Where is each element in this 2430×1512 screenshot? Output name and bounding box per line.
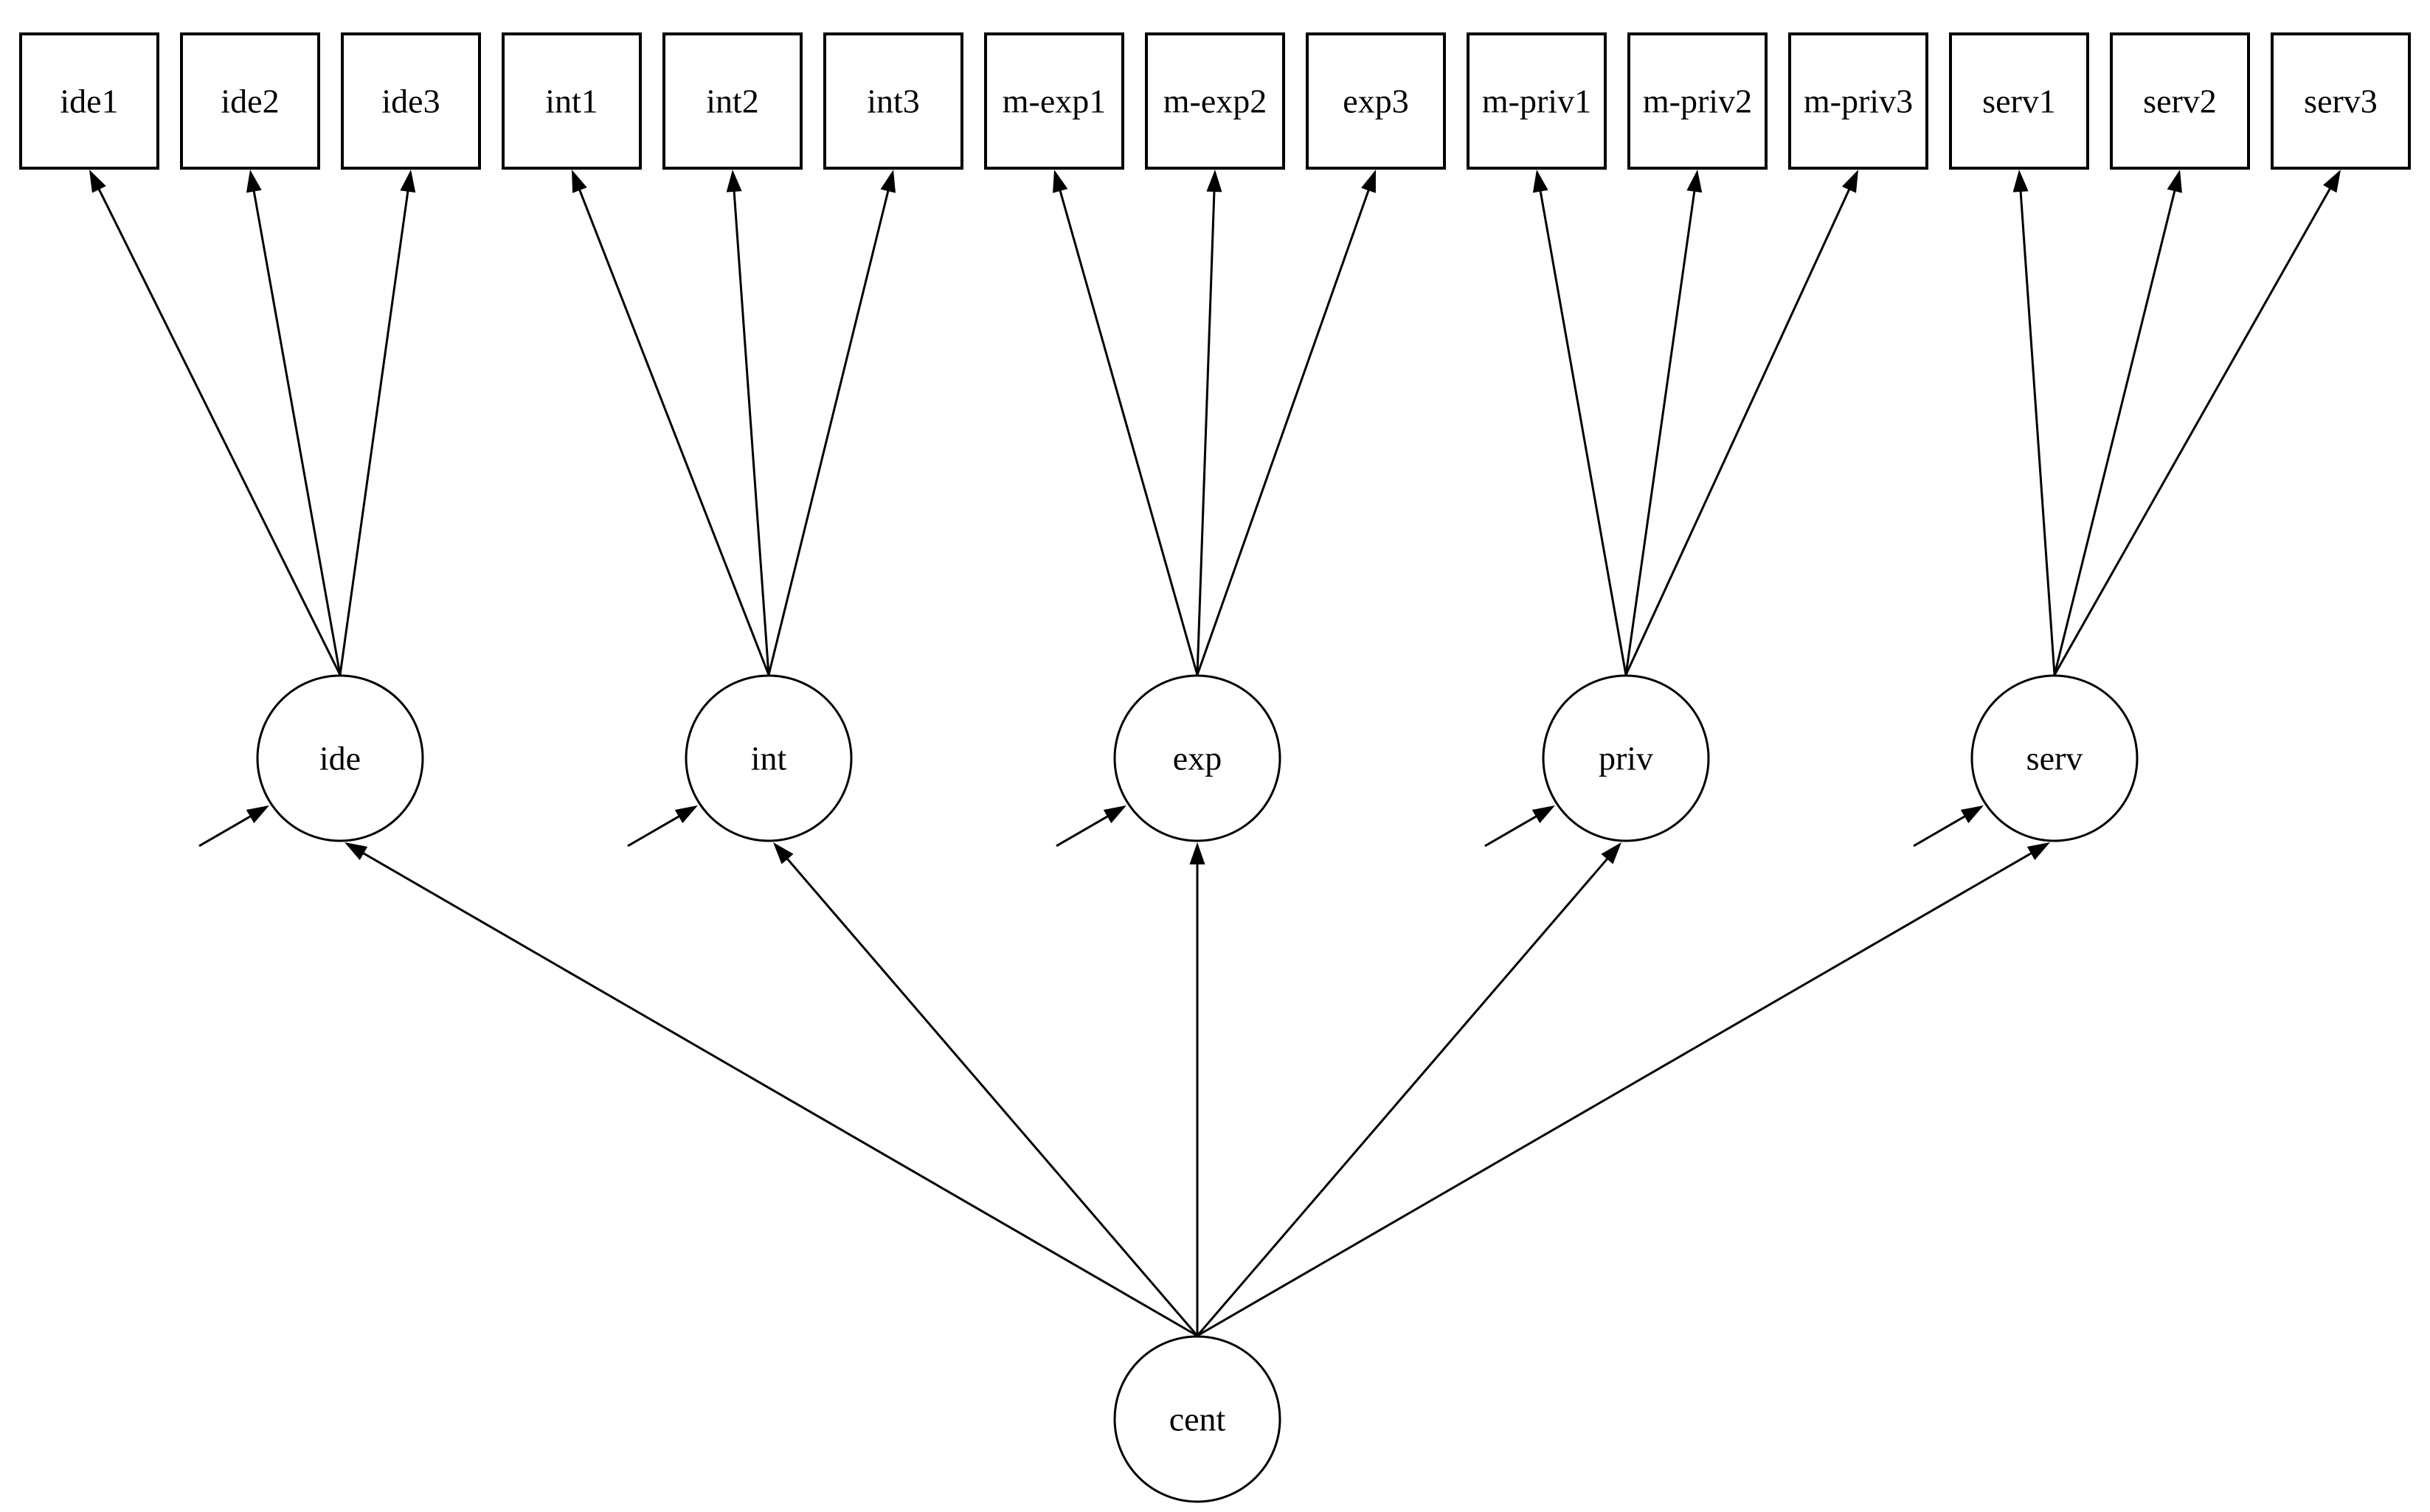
latent-circle-exp: exp — [1113, 674, 1281, 842]
indicator-label-serv2: serv2 — [2143, 83, 2217, 120]
arrowhead-icon — [880, 170, 896, 193]
arrowhead-icon — [1532, 170, 1548, 193]
arrowhead-icon — [400, 170, 416, 193]
residual-arrow-priv — [1484, 805, 1555, 847]
arrowhead-icon — [246, 170, 262, 193]
arrowhead-icon — [1103, 805, 1126, 824]
latent-label-ide: ide — [319, 740, 361, 777]
arrowhead-icon — [1531, 805, 1555, 824]
residual-arrow-int — [627, 805, 698, 847]
indicator-box-int2: int2 — [662, 32, 803, 170]
residual-arrow-serv — [1913, 805, 1984, 847]
indicator-label-m-exp1: m-exp1 — [1003, 83, 1107, 120]
arrowhead-icon — [1361, 170, 1376, 193]
indicator-box-ide3: ide3 — [341, 32, 481, 170]
arrowhead-icon — [89, 170, 106, 193]
loading-arrow-serv-to-serv3 — [2053, 170, 2341, 676]
loading-arrow-ide-to-ide2 — [246, 170, 342, 676]
loading-arrow-serv-to-serv1 — [2012, 170, 2056, 676]
indicator-label-ide3: ide3 — [381, 83, 440, 120]
second-order-label-cent: cent — [1169, 1401, 1226, 1438]
indicator-label-m-priv2: m-priv2 — [1643, 83, 1752, 120]
arrowhead-icon — [2167, 170, 2182, 193]
indicator-box-m-exp1: m-exp1 — [984, 32, 1124, 170]
arrowhead-icon — [1841, 170, 1858, 193]
indicator-box-ide1: ide1 — [19, 32, 159, 170]
loading-arrow-int-to-int1 — [572, 170, 770, 676]
indicator-label-int1: int1 — [545, 83, 598, 120]
arrowhead-icon — [345, 842, 368, 861]
latent-label-priv: priv — [1599, 740, 1653, 777]
indicator-label-serv3: serv3 — [2304, 83, 2378, 120]
second-order-circle-cent: cent — [1113, 1335, 1281, 1503]
indicator-label-exp3: exp3 — [1343, 83, 1408, 120]
latent-label-exp: exp — [1173, 740, 1222, 777]
indicator-box-m-exp2: m-exp2 — [1145, 32, 1285, 170]
loading-arrow-int-to-int3 — [767, 170, 896, 676]
latent-circle-int: int — [685, 674, 853, 842]
indicator-label-ide1: ide1 — [60, 83, 118, 120]
arrowhead-icon — [1206, 170, 1222, 193]
arrowhead-icon — [2323, 170, 2341, 193]
indicator-box-serv2: serv2 — [2110, 32, 2250, 170]
loading-arrow-serv-to-serv2 — [2053, 170, 2182, 676]
indicator-box-int1: int1 — [502, 32, 642, 170]
indicator-box-ide2: ide2 — [180, 32, 320, 170]
latent-label-serv: serv — [2026, 740, 2083, 777]
arrowhead-icon — [773, 842, 794, 864]
indicator-box-exp3: exp3 — [1306, 32, 1446, 170]
loading-arrow-exp-to-m-exp1 — [1053, 170, 1199, 676]
indicator-label-ide2: ide2 — [221, 83, 279, 120]
loading-arrow-exp-to-m-exp2 — [1196, 170, 1222, 676]
loading-arrow-priv-to-m-priv3 — [1624, 170, 1858, 676]
loading-arrow-ide-to-ide1 — [89, 170, 342, 676]
latent-circle-ide: ide — [256, 674, 424, 842]
indicator-box-m-priv3: m-priv3 — [1788, 32, 1928, 170]
structural-arrow-cent-to-exp — [1189, 842, 1205, 1336]
indicator-box-serv1: serv1 — [1949, 32, 2089, 170]
indicator-label-m-exp2: m-exp2 — [1163, 83, 1267, 120]
arrowhead-icon — [1189, 842, 1205, 864]
loading-arrow-int-to-int2 — [726, 170, 770, 676]
indicator-box-serv3: serv3 — [2271, 32, 2411, 170]
indicator-box-m-priv1: m-priv1 — [1467, 32, 1607, 170]
indicator-box-m-priv2: m-priv2 — [1627, 32, 1768, 170]
arrowhead-icon — [246, 805, 269, 824]
arrowhead-icon — [572, 170, 587, 193]
structural-arrow-cent-to-ide — [345, 842, 1198, 1337]
latent-circle-serv: serv — [1970, 674, 2139, 842]
structural-arrow-cent-to-serv — [1197, 842, 2050, 1337]
arrowhead-icon — [2026, 842, 2050, 861]
latent-label-int: int — [751, 740, 787, 777]
loading-arrow-exp-to-exp3 — [1196, 170, 1376, 676]
arrowhead-icon — [2012, 170, 2029, 193]
residual-arrow-ide — [198, 805, 269, 847]
indicator-label-m-priv1: m-priv1 — [1482, 83, 1591, 120]
arrowhead-icon — [726, 170, 742, 193]
residual-arrow-exp — [1056, 805, 1126, 847]
arrowhead-icon — [1686, 170, 1703, 193]
structural-arrow-cent-to-int — [773, 842, 1199, 1336]
structural-arrow-cent-to-priv — [1196, 842, 1621, 1336]
arrowhead-icon — [674, 805, 698, 824]
loading-arrow-priv-to-m-priv1 — [1532, 170, 1627, 676]
loading-arrow-priv-to-m-priv2 — [1624, 170, 1703, 676]
indicator-label-int2: int2 — [706, 83, 759, 120]
indicator-label-int3: int3 — [867, 83, 920, 120]
indicator-label-m-priv3: m-priv3 — [1804, 83, 1913, 120]
arrowhead-icon — [1053, 170, 1068, 193]
latent-circle-priv: priv — [1542, 674, 1710, 842]
loading-arrow-ide-to-ide3 — [339, 170, 416, 676]
arrowhead-icon — [1960, 805, 1984, 824]
indicator-label-serv1: serv1 — [1982, 83, 2056, 120]
arrowhead-icon — [1601, 842, 1621, 864]
indicator-box-int3: int3 — [823, 32, 963, 170]
